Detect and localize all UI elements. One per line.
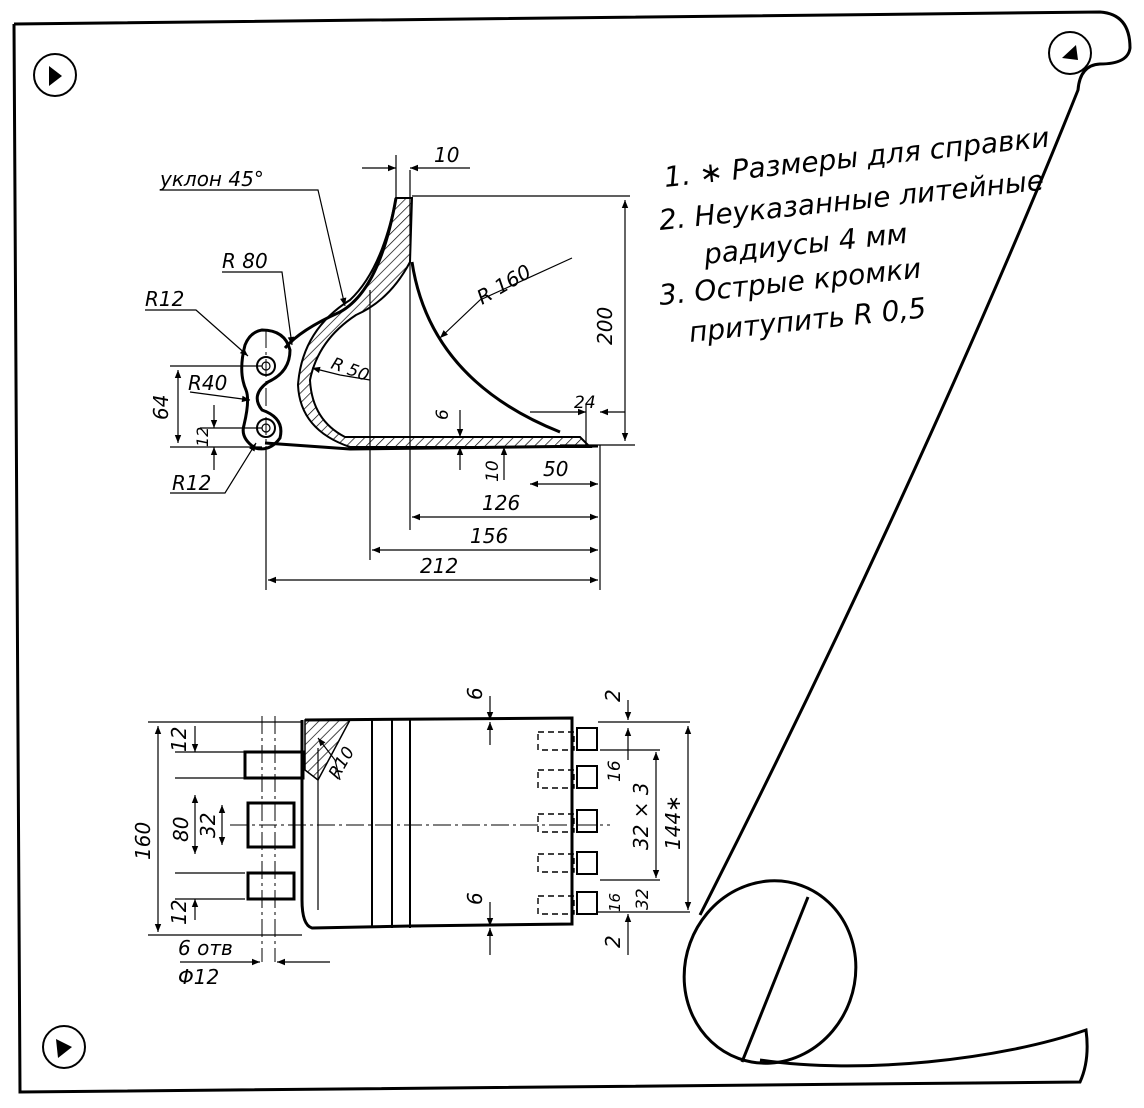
- dim-12: 12: [193, 427, 212, 447]
- dim-2-top: 2: [601, 689, 625, 702]
- dim-16-bottom: 16: [606, 893, 624, 912]
- dim-32: 32: [196, 813, 220, 838]
- lug-top: [243, 750, 305, 780]
- side-view: уклон 45° 10 R 80 R12 R40 64 12 R12 R 50…: [145, 143, 635, 590]
- dim-r80: R 80: [222, 249, 268, 273]
- lug-bottom: [246, 871, 296, 901]
- dim-32-bottom: 32: [633, 888, 653, 910]
- dim-r50: R 50: [328, 354, 371, 386]
- dim-64: 64: [149, 395, 173, 420]
- dim-6-bottom: 6: [463, 892, 487, 905]
- dim-r12-bottom: R12: [172, 471, 211, 495]
- dim-200: 200: [593, 307, 617, 345]
- slope-label: уклон 45°: [159, 167, 264, 191]
- dim-6: 6: [433, 409, 453, 420]
- hole-diameter-label: Φ12: [178, 965, 219, 989]
- dim-160: 160: [131, 822, 155, 860]
- dim-126: 126: [482, 491, 520, 515]
- teeth: [537, 727, 598, 915]
- dim-10-bottom: 10: [483, 460, 503, 482]
- dim-10-top: 10: [434, 143, 459, 167]
- sheet-frame: [12, 10, 1132, 1094]
- dim-12-bottom: 12: [167, 900, 191, 925]
- dim-r12-top: R12: [145, 287, 184, 311]
- dim-6-top: 6: [463, 687, 487, 700]
- dim-r160: R 160: [473, 259, 536, 309]
- dim-32x3: 32 × 3: [629, 782, 653, 850]
- dim-50: 50: [543, 457, 568, 481]
- dim-12-top: 12: [167, 727, 191, 752]
- dim-80: 80: [169, 817, 193, 842]
- dim-2-bottom: 2: [601, 935, 625, 948]
- dim-156: 156: [470, 524, 508, 548]
- dim-212: 212: [420, 554, 458, 578]
- dim-r40: R40: [188, 371, 227, 395]
- dim-24: 24: [574, 393, 596, 413]
- marker-arrow-icon: [33, 31, 1092, 1069]
- dim-16-top: 16: [605, 760, 625, 782]
- dim-144: 144∗: [661, 795, 685, 850]
- technical-notes: 1. ∗ Размеры для справки 2. Неуказанные …: [657, 121, 1051, 349]
- holes-label: 6 отв: [178, 936, 233, 960]
- plan-view: 6 2 12 160 80 32 12 R10 16 32 × 3 144∗ 6…: [131, 687, 692, 989]
